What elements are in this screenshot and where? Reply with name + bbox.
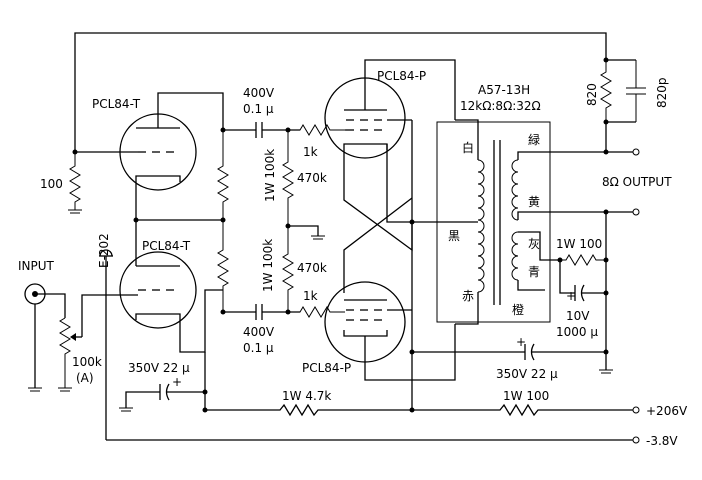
feedback-loop [74,32,636,152]
cathode-cap-value: 1000 μ [556,325,598,339]
coupling-capacitor-top: 400V 0.1 μ [223,86,300,138]
secondary-yellow: 黄 [528,195,540,209]
cathode-capacitor: + 10V 1000 μ [556,260,606,339]
transformer-impedance: 12kΩ:8Ω:32Ω [460,99,541,113]
coupling-cap-bottom-value: 0.1 μ [243,341,274,355]
b-plus-rail: 1W 4.7k 1W 100 +206V [205,389,688,418]
power-tube-top-label: PCL84-P [377,69,426,83]
e202-jack: E-202 [97,233,113,440]
secondary-gray: 灰 [528,237,540,251]
grid-stopper-top: 1k [285,124,345,159]
b-resistor-label: 1W 100 [503,389,549,403]
feedback-capacitor-label: 820p [655,77,669,108]
decouple-cap-label: 350V 22 μ [128,361,190,375]
cathode-resistor-100: 100 [40,152,82,214]
secondary-orange: 橙 [512,302,524,317]
decoupling-section: + 350V 22 μ [119,352,208,413]
b-plus-terminal [632,406,640,414]
cathode-resistor-1w100: 1W 100 [556,237,609,266]
secondary-blue: 青 [528,265,540,279]
b-plus-label: +206V [646,404,688,418]
coupling-cap-top-voltage: 400V [243,86,275,100]
grid-leak-top-label: 470k [297,171,327,185]
grid-stopper-top-label: 1k [303,145,318,159]
b-minus-terminal [632,436,640,444]
driver-tube-bottom-label: PCL84-T [142,239,191,253]
primary-red: 赤 [462,289,474,303]
grid-stopper-bottom-label: 1k [303,289,318,303]
plate-load-top-label: 1W 100k [263,149,277,202]
primary-white: 白 [462,140,474,155]
power-tube-bottom-label: PCL84-P [302,361,351,375]
b-minus-label: -3.8V [646,434,678,448]
grid-stopper-bottom: 1k [285,289,345,318]
driver-tube-top-label: PCL84-T [92,97,141,111]
input-jack: INPUT [18,259,66,392]
bypass-capacitor-right: + 350V 22 μ [412,335,606,381]
feedback-capacitor: 820p [626,60,669,122]
bypass-cap-right-plus: + [516,335,526,349]
volume-taper: (A) [76,371,94,385]
output-terminal-hot [632,148,640,156]
cathode-resistor-2-label: 1W 100 [556,237,602,251]
primary-black: 黒 [448,229,460,243]
e202-label: E-202 [97,233,111,268]
power-tube-top: PCL84-P [324,69,426,159]
coupling-capacitor-bottom: 400V 0.1 μ [223,304,300,355]
secondary-green: 緑 [528,132,540,147]
feedback-resistor: 820 [585,60,612,122]
output-label: 8Ω OUTPUT [602,175,672,189]
output-terminal-com [632,208,640,216]
bypass-cap-right-label: 350V 22 μ [496,367,558,381]
driver-tube-top: PCL84-T [92,97,197,191]
grid-leak-bottom: 470k [282,226,327,312]
feedback-resistor-label: 820 [585,83,599,106]
volume-potentiometer: 100k (A) [58,294,138,392]
transformer-model: A57-13H [478,83,530,97]
coupling-cap-top-value: 0.1 μ [243,102,274,116]
cathode-resistor-label: 100 [40,177,63,191]
plate-load-bottom-label: 1W 100k [261,239,275,292]
volume-label: 100k [72,355,102,369]
b-minus-rail: -3.8V [106,434,678,448]
plate-load-resistor-bottom: 1W 100k [217,220,275,312]
input-label: INPUT [18,259,55,273]
coupling-cap-bottom-voltage: 400V [243,325,275,339]
decouple-resistor-label: 1W 4.7k [282,389,331,403]
driver-tube-bottom: PCL84-T [119,239,197,329]
decouple-cap-plus: + [172,375,182,389]
grid-leak-bottom-label: 470k [297,261,327,275]
output-transformer: A57-13H 12kΩ:8Ω:32Ω 白 黒 赤 緑 黄 灰 青 橙 [436,83,551,323]
plate-load-resistor-top: 1W 100k [217,130,277,220]
grid-leak-top: 470k [282,130,327,226]
cathode-cap-voltage: 10V [566,309,590,323]
cathode-cap-plus: + [566,289,576,303]
